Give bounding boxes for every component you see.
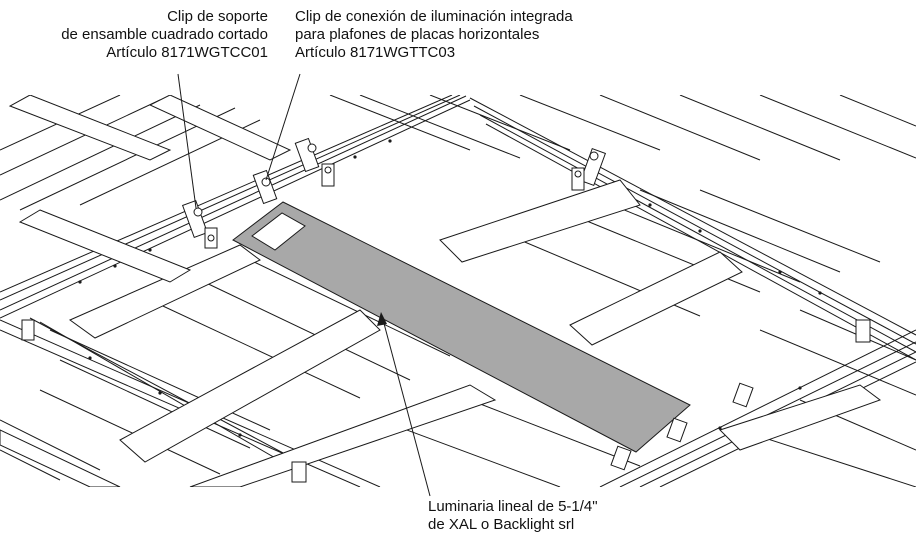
luminaire-label-line2: de XAL o Backlight srl [428, 516, 575, 533]
rail-slots [78, 139, 822, 437]
connection-clip-label-line3: Artículo 8171WGTTC03 [295, 44, 456, 61]
linear-luminaire [232, 201, 691, 453]
support-clips [21, 137, 871, 483]
ceiling-battens [0, 95, 882, 487]
luminaire-label: Luminaria lineal de 5-1/4" de XAL o Back… [428, 498, 598, 534]
grid-rail-top [0, 95, 471, 319]
leader-line-support-clip [177, 73, 197, 209]
leader-line-luminaire [381, 315, 431, 497]
grid-rail-right [469, 97, 916, 361]
leader-line-connection-clip [265, 73, 301, 181]
support-clip-label-line2: de ensamble cuadrado cortado [61, 26, 268, 43]
luminaire-end-cap [251, 212, 306, 251]
support-clip-label-line3: Artículo 8171WGTCC01 [106, 44, 268, 61]
luminaire-label-line1: Luminaria lineal de 5-1/4" [428, 498, 598, 515]
support-clip-label: Clip de soporte de ensamble cuadrado cor… [61, 8, 268, 62]
connection-clip-label-line2: para plafones de placas horizontales [295, 26, 540, 43]
leader-arrow-luminaire [377, 312, 387, 326]
connection-clip-label: Clip de conexión de iluminación integrad… [295, 8, 573, 62]
support-clip-label-line1: Clip de soporte [167, 8, 268, 25]
connection-clip-label-line1: Clip de conexión de iluminación integrad… [295, 8, 573, 25]
